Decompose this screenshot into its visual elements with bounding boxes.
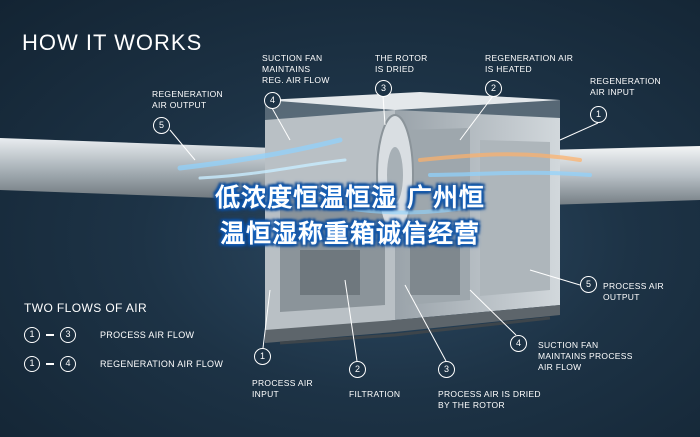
callout-process-input: PROCESS AIR INPUT <box>252 378 313 399</box>
badge-bottom-1: 1 <box>254 348 271 365</box>
rotor <box>376 114 414 236</box>
legend-dash <box>46 334 54 336</box>
badge-top-2: 2 <box>485 80 502 97</box>
legend-badge-from: 1 <box>24 356 40 372</box>
legend-badge-to: 3 <box>60 327 76 343</box>
watermark-overlay: 低浓度恒温恒湿 广州恒 温恒湿称重箱诚信经营 <box>100 180 600 252</box>
watermark-line-2: 温恒湿称重箱诚信经营 <box>219 219 480 248</box>
badge-top-1: 1 <box>590 106 607 123</box>
callout-regeneration-input: REGENERATION AIR INPUT <box>590 76 661 97</box>
legend-title: TWO FLOWS OF AIR <box>24 301 148 315</box>
legend-row-regeneration: 1 4 REGENERATION AIR FLOW <box>24 356 223 372</box>
page-title: HOW IT WORKS <box>22 30 203 55</box>
legend-dash <box>46 363 54 365</box>
legend-badge-from: 1 <box>24 327 40 343</box>
legend-label: PROCESS AIR FLOW <box>100 330 195 340</box>
callout-suction-fan-reg: SUCTION FAN MAINTAINS REG. AIR FLOW <box>262 53 330 85</box>
legend-row-process: 1 3 PROCESS AIR FLOW <box>24 327 194 343</box>
badge-right-5: 5 <box>580 276 597 293</box>
callout-filtration: FILTRATION <box>349 389 401 399</box>
cabinet <box>265 92 560 345</box>
callout-regeneration-output: REGENERATION AIR OUTPUT <box>152 89 223 110</box>
airflow-streams <box>177 137 592 215</box>
legend-badge-to: 4 <box>60 356 76 372</box>
callout-process-output: PROCESS AIR OUTPUT <box>603 281 664 302</box>
badge-bottom-3: 3 <box>438 361 455 378</box>
badge-top-4: 4 <box>264 92 281 109</box>
callout-regeneration-heated: REGENERATION AIR IS HEATED <box>485 53 574 74</box>
legend-label: REGENERATION AIR FLOW <box>100 359 224 369</box>
badge-top-3: 3 <box>375 80 392 97</box>
badge-bottom-2: 2 <box>349 361 366 378</box>
callout-suction-fan-process: SUCTION FAN MAINTAINS PROCESS AIR FLOW <box>538 340 633 372</box>
callout-process-dried: PROCESS AIR IS DRIED BY THE ROTOR <box>438 389 541 410</box>
callout-rotor-dried: THE ROTOR IS DRIED <box>375 53 428 74</box>
watermark-line-1: 低浓度恒温恒湿 广州恒 <box>215 183 485 212</box>
badge-right-4: 4 <box>510 335 527 352</box>
badge-left-5: 5 <box>153 117 170 134</box>
